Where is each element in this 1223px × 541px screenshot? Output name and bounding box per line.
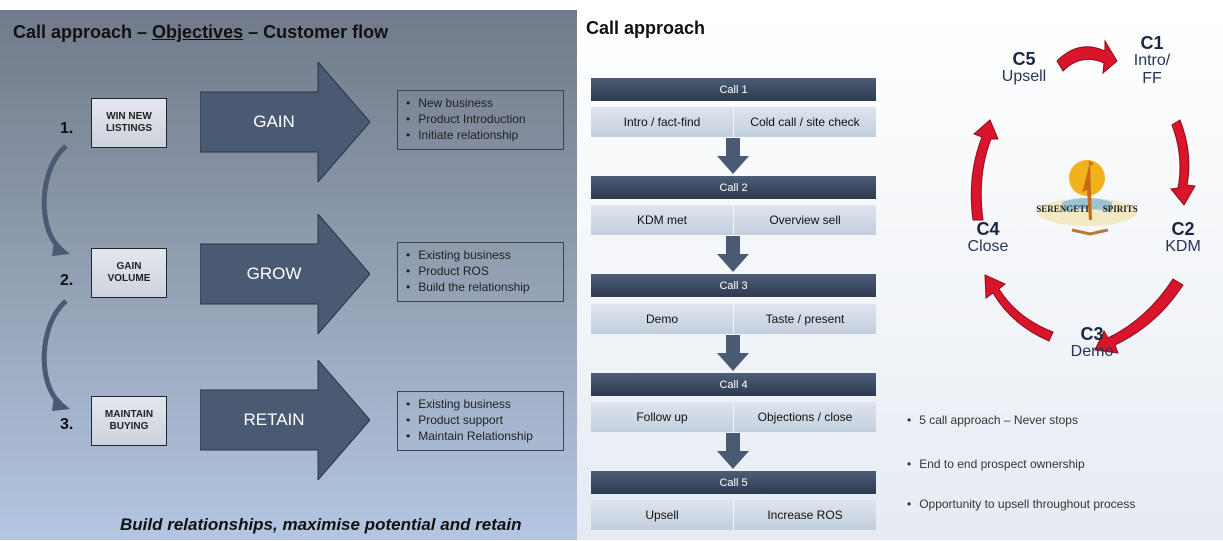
bullet-item: Maintain Relationship (406, 428, 563, 444)
down-arrow (717, 236, 749, 272)
call-left-cell: Intro / fact-find (591, 107, 734, 137)
bullet-box: New business Product Introduction Initia… (397, 90, 564, 150)
flow-arrow: RETAIN (200, 360, 370, 480)
serengeti-spirits-logo (1037, 160, 1137, 236)
cycle-step-c5: C5 Upsell (989, 50, 1059, 86)
arrow-label: GROW (246, 264, 302, 283)
bullet-item: Existing business (406, 396, 563, 412)
call-header: Call 5 (591, 471, 876, 494)
call-right-cell: Taste / present (765, 312, 845, 326)
bullet-item: Product ROS (406, 263, 563, 279)
bullet-item: End to end prospect ownership (907, 457, 1084, 471)
cycle-step-name: Demo (1070, 343, 1114, 360)
step-number: 1. (60, 120, 74, 137)
step-number: 3. (60, 416, 74, 433)
arrow-shape (200, 360, 370, 480)
stage-box: MAINTAIN BUYING (91, 396, 167, 446)
arrow-label: GAIN (253, 112, 295, 131)
cycle-step-code: C2 (1171, 219, 1195, 239)
call-header: Call 3 (591, 274, 876, 297)
call-row: Upsell Increase ROS (591, 500, 876, 530)
bullet-box: Existing business Product ROS Build the … (397, 242, 564, 302)
call-right-cell: Increase ROS (767, 508, 843, 522)
arrow-shape (200, 62, 370, 182)
call-left-cell: KDM met (591, 205, 734, 235)
stage-box: GAIN VOLUME (91, 248, 167, 298)
cycle-step-code: C1 (1140, 33, 1164, 53)
cycle-step-c2: C2 KDM (1153, 220, 1213, 256)
call-right-cell: Objections / close (757, 410, 853, 424)
bullet-item: Initiate relationship (406, 127, 563, 143)
call-left-cell: Upsell (591, 500, 734, 530)
call-left-cell: Follow up (591, 402, 734, 432)
call-header: Call 4 (591, 373, 876, 396)
bullet-box: Existing business Product support Mainta… (397, 391, 564, 451)
curved-connector-arrow (41, 299, 70, 411)
bullet-item: Opportunity to upsell throughout process (907, 497, 1135, 511)
stage-box: WIN NEW LISTINGS (91, 98, 167, 148)
cycle-step-code: C3 (1080, 324, 1104, 344)
call-right-cell: Cold call / site check (750, 115, 860, 129)
curved-connector-arrow (41, 144, 70, 256)
cycle-step-name: Intro/ FF (1133, 52, 1171, 87)
cycle-step-c3: C3 Demo (1057, 325, 1127, 361)
panel-title: Call approach (586, 18, 706, 38)
call-row: Follow up Objections / close (591, 402, 876, 432)
cycle-step-name: Upsell (1001, 68, 1047, 85)
cycle-step-c1: C1 Intro/ FF (1117, 34, 1187, 88)
cycle-step-code: C4 (976, 219, 1000, 239)
cycle-arrows (970, 39, 1196, 354)
objectives-panel: Call approach – Objectives – Customer fl… (0, 10, 577, 540)
down-arrow (717, 138, 749, 174)
call-left-cell: Demo (591, 304, 734, 334)
call-right-cell: Overview sell (769, 213, 841, 227)
arrow-label: RETAIN (243, 410, 305, 429)
flow-arrow: GROW (200, 214, 370, 334)
down-arrow (717, 335, 749, 371)
cycle-step-code: C5 (1012, 49, 1036, 69)
bullet-item: Existing business (406, 247, 563, 263)
call-approach-panel: Call approach Call 1 Intro / fact-find Co… (577, 10, 1223, 540)
call-row: KDM met Overview sell (591, 205, 876, 235)
bullet-item: Product Introduction (406, 111, 563, 127)
arrow-shape (200, 214, 370, 334)
bullet-item: New business (406, 95, 563, 111)
panel-title: Call approach – Objectives – Customer fl… (13, 22, 389, 42)
tagline: Build relationships, maximise potential … (120, 515, 522, 534)
cycle-step-name: Close (967, 238, 1009, 255)
call-header: Call 1 (591, 78, 876, 101)
cycle-step-name: KDM (1165, 238, 1201, 255)
call-row: Intro / fact-find Cold call / site check (591, 107, 876, 137)
bullet-item: 5 call approach – Never stops (907, 413, 1078, 427)
down-arrow (717, 433, 749, 469)
cycle-step-c4: C4 Close (958, 220, 1018, 256)
step-number: 2. (60, 272, 74, 289)
call-header: Call 2 (591, 176, 876, 199)
flow-arrow: GAIN (200, 62, 370, 182)
call-row: Demo Taste / present (591, 304, 876, 334)
bullet-item: Product support (406, 412, 563, 428)
bullet-item: Build the relationship (406, 279, 563, 295)
